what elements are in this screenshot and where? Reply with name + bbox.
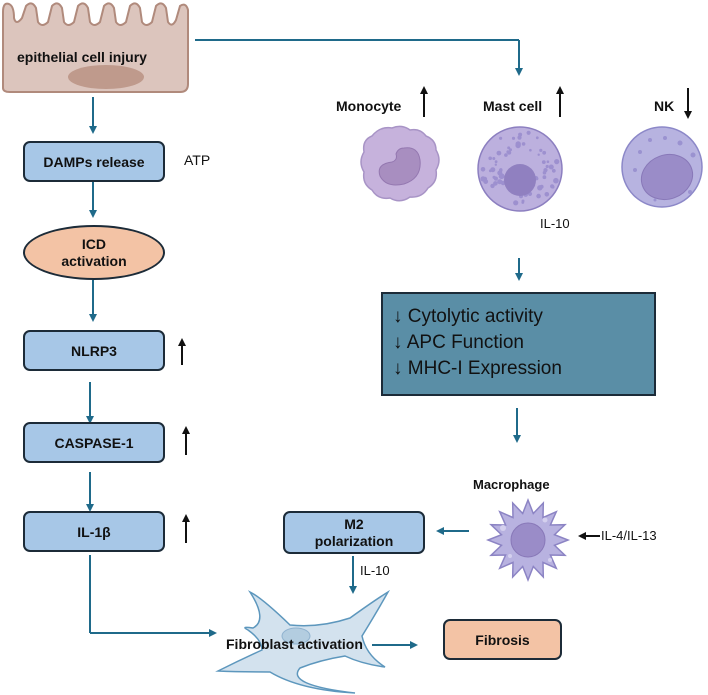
trend-arrows [178,86,692,543]
granule [541,160,546,165]
il1b-label: IL-1β [77,523,111,540]
granule [545,164,549,169]
mast-cell-icon [477,126,563,212]
granule [535,177,539,181]
connectors [86,39,523,649]
nlrp3-box: NLRP3 [23,330,165,371]
granule [518,132,523,137]
granule [535,136,539,140]
granule [515,141,521,147]
granule [506,150,510,154]
granule [480,167,486,172]
epithelial-cell-icon [1,2,189,93]
granule [542,150,547,155]
granule [542,175,547,180]
damps-release-box: DAMPs release [23,141,165,182]
granule [546,160,550,163]
granule [517,135,522,140]
nk-label: NK [654,98,675,114]
icd-line1: ICD [81,235,107,252]
granule [537,153,540,156]
macrophage-icon [485,497,571,583]
granule [543,168,548,173]
m2-line1: M2 [344,515,364,532]
granule [483,179,489,185]
granule [551,185,555,189]
granule [499,173,505,179]
m2-line2: polarization [314,532,394,549]
monocyte-label: Monocyte [336,98,402,114]
il4-il13-label: IL-4/IL-13 [601,528,657,543]
granule [509,148,512,152]
nlrp3-label: NLRP3 [71,342,117,359]
granule [536,193,541,199]
il-1b-box: IL-1β [23,511,165,552]
fibroblast-label: Fibroblast activation [226,636,363,652]
nk-cell-icon [621,126,703,208]
m2-il10-label: IL-10 [360,563,390,578]
granule [493,181,498,186]
granule [553,177,559,184]
caspase-1-box: CASPASE-1 [23,422,165,463]
granule [493,176,498,181]
macrophage-label: Macrophage [473,477,550,492]
granule [551,168,556,173]
granule [492,157,496,160]
granule [521,142,526,146]
monocyte-icon [360,125,440,202]
granule [496,150,502,156]
epithelium-label: epithelial cell injury [17,49,147,65]
granule [511,136,516,140]
granule [554,159,560,165]
effect-item: ↓ Cytolytic activity [393,306,543,327]
damps-label: DAMPs release [43,153,145,170]
mast-cell-il10-label: IL-10 [540,216,570,231]
granule [504,153,508,157]
granule [539,148,543,152]
fibrosis-box: Fibrosis [443,619,562,660]
granule [494,160,498,164]
caspase-label: CASPASE-1 [54,434,134,451]
granule [521,201,525,204]
granule [513,200,519,206]
granule [544,192,550,197]
granule [488,156,493,161]
fibrosis-label: Fibrosis [475,631,530,648]
icd-line2: activation [61,252,127,269]
granule [498,168,503,173]
effects-box: ↓ Cytolytic activity ↓ APC Function ↓ MH… [381,292,656,396]
granule [550,165,554,169]
atp-annotation: ATP [184,152,211,168]
granule [529,148,532,152]
effect-item: ↓ MHC-I Expression [393,358,562,379]
fibroblast-icon [215,589,391,694]
granule [490,167,496,173]
granule [499,136,503,140]
mast-cell-label: Mast cell [483,98,543,114]
granule [526,130,531,135]
granule [539,184,544,189]
granule [494,163,497,166]
effect-item: ↓ APC Function [393,332,524,353]
